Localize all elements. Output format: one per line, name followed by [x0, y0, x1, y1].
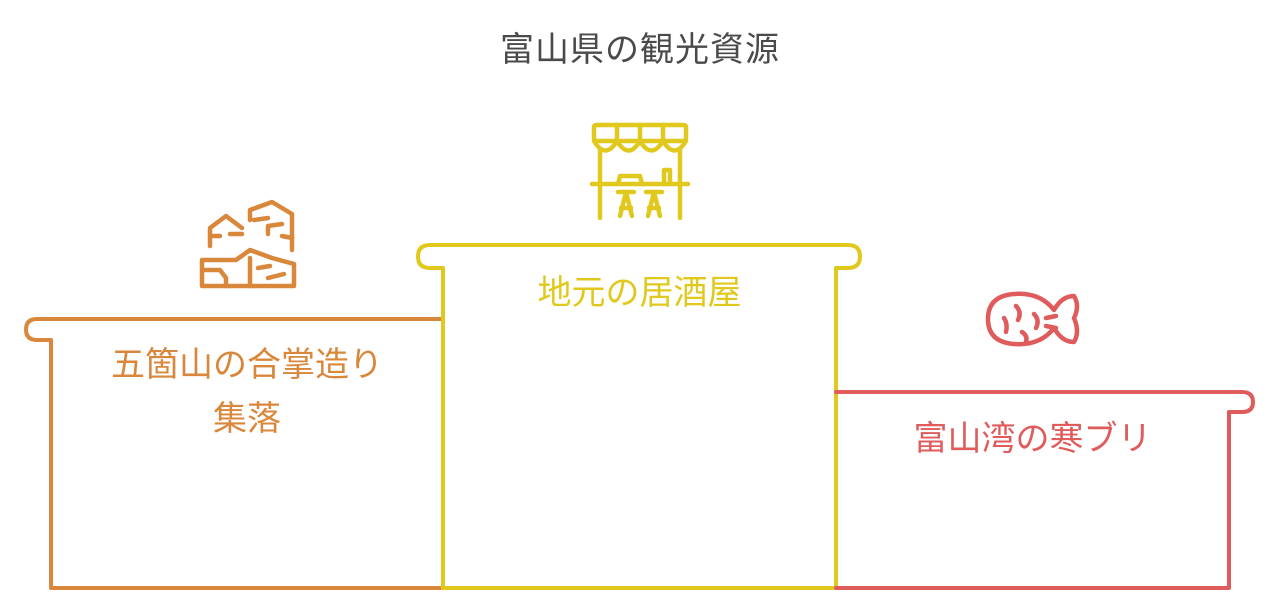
food-stall-icon — [589, 122, 691, 220]
podium-left-label-line-2: 集落 — [213, 399, 281, 439]
podium-left-label-line-1: 五箇山の合掌造り — [111, 345, 383, 385]
podium-center-label-line-1: 地元の居酒屋 — [537, 273, 742, 313]
podium-left-outline — [24, 317, 445, 590]
podium-left-label: 五箇山の合掌造り 集落 — [51, 338, 443, 446]
village-houses-icon — [199, 199, 297, 289]
diagram-title: 富山県の観光資源 — [500, 30, 780, 70]
podium-center-label: 地元の居酒屋 — [443, 266, 836, 320]
podium-right-outline — [834, 390, 1255, 590]
podium-right-label-line-1: 富山湾の寒ブリ — [913, 419, 1152, 459]
podium-right-label: 富山湾の寒ブリ — [836, 412, 1229, 466]
fish-icon — [985, 291, 1080, 347]
podium-center-outline — [416, 243, 862, 590]
